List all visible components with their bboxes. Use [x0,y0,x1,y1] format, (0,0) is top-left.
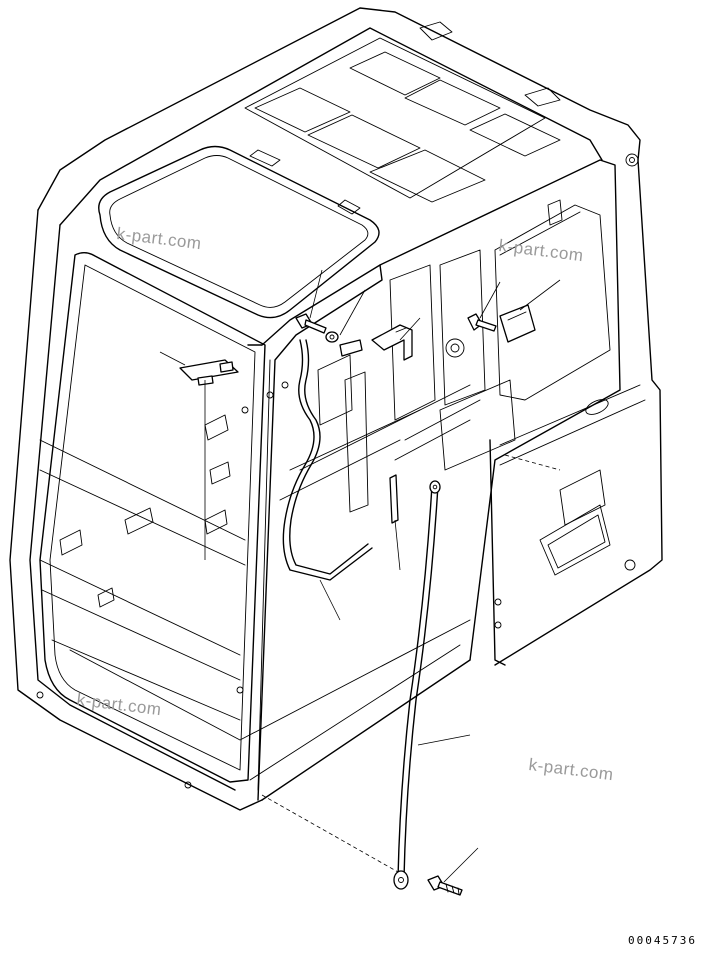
bolt-2 [467,304,536,343]
bolt-3 [427,875,463,896]
front-frame [247,264,471,801]
inner-rear-panel [279,249,516,501]
cab-roof [37,7,641,226]
leader-lines [159,269,561,883]
ground-wire [393,480,441,890]
bolt-1 [295,313,339,343]
label-plate [179,359,239,386]
left-wall-frame [9,209,266,811]
floor [69,384,471,741]
wall-fittings [36,381,502,789]
bracket [371,324,413,361]
short-rod [389,474,399,524]
rear-right-wall [379,159,663,666]
drawing-number: 00045736 [628,934,697,947]
connector-plate [339,339,363,357]
wiring-harness [282,339,373,581]
roof-window [98,145,380,319]
